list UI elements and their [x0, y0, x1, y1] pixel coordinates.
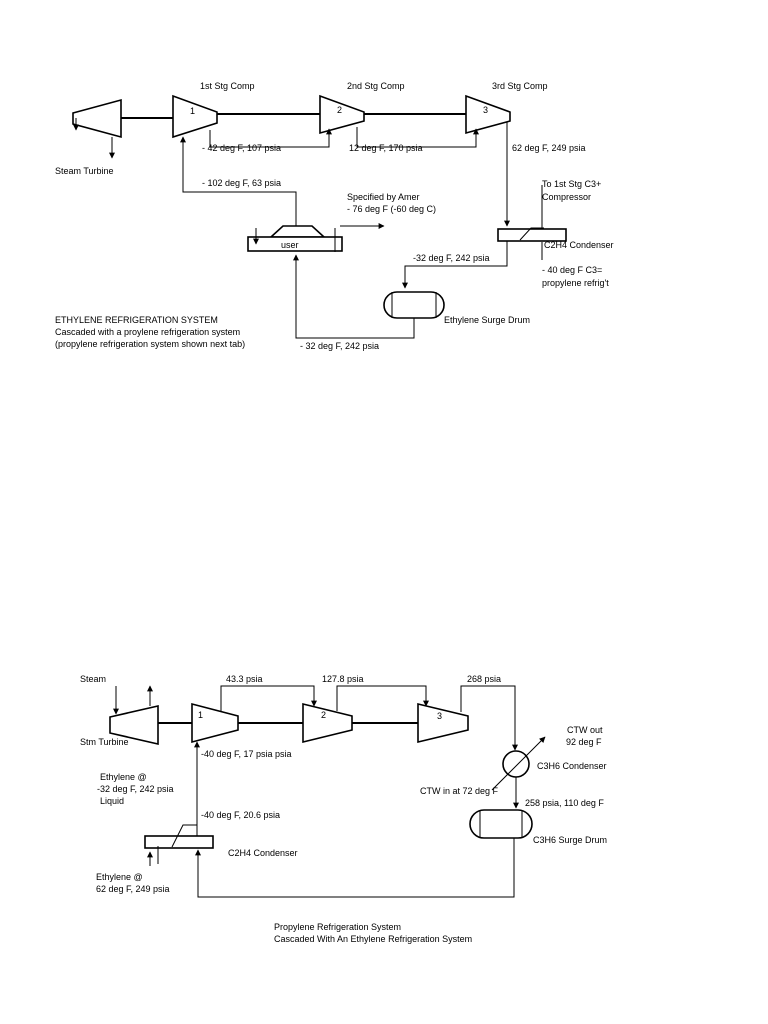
eth-c2h4-condenser: [497, 228, 567, 242]
eth-s3-out-label: 62 deg F, 249 psia: [512, 143, 586, 153]
pro-title-1: Propylene Refrigeration System: [274, 922, 401, 932]
pro-cond-out-label: -40 deg F, 20.6 psia: [201, 810, 280, 820]
eth-suction-label: - 102 deg F, 63 psia: [202, 178, 281, 188]
pro-surge-drum: [469, 809, 533, 839]
pro-eth-liq-3: Liquid: [100, 796, 124, 806]
pro-condenser-hood: [171, 824, 197, 848]
eth-stg1-label: 1st Stg Comp: [200, 81, 255, 91]
eth-surge-drum: [383, 291, 445, 319]
eth-cond-to-drum-line: [402, 241, 508, 289]
pro-c2-number: 2: [321, 710, 326, 720]
eth-spec1-label: Specified by Amer: [347, 192, 420, 202]
pro-suction-label: -40 deg F, 17 psia psia: [201, 749, 292, 759]
pro-compressor-2: [302, 702, 353, 744]
eth-compressor-3: [465, 94, 511, 135]
eth-cond-out-label: -32 deg F, 242 psia: [413, 253, 490, 263]
eth-c3-number: 3: [483, 105, 488, 115]
pro-eth-in-1: Ethylene @: [96, 872, 143, 882]
pro-c2h4-cond-label: C2H4 Condenser: [228, 848, 298, 858]
eth-to-c3-label-2: Compressor: [542, 192, 591, 202]
pro-p2-label: 127.8 psia: [322, 674, 364, 684]
eth-refrig-label-2: propylene refrig't: [542, 278, 609, 288]
eth-turbine-label: Steam Turbine: [55, 166, 114, 176]
propylene-system: Steam Stm Turbine 1 2 3 43.3 psia 127.8 …: [80, 674, 607, 944]
eth-drum-label: Ethylene Surge Drum: [444, 315, 530, 325]
eth-drum-out-label: - 32 deg F, 242 psia: [300, 341, 379, 351]
eth-desc-1: Cascaded with a proylene refrigeration s…: [55, 327, 240, 337]
pro-c1-number: 1: [198, 710, 203, 720]
eth-s1-out-label: - 42 deg F, 107 psia: [202, 143, 281, 153]
pro-p1-label: 43.3 psia: [226, 674, 263, 684]
ethylene-system: 1st Stg Comp 2nd Stg Comp 3rd Stg Comp 1…: [55, 81, 614, 351]
eth-spec2-label: - 76 deg F (-60 deg C): [347, 204, 436, 214]
pro-ctw-out-2: 92 deg F: [566, 737, 602, 747]
eth-stg2-label: 2nd Stg Comp: [347, 81, 405, 91]
eth-compressor-1: [172, 94, 218, 139]
eth-stg3-label: 3rd Stg Comp: [492, 81, 548, 91]
eth-c1-number: 1: [190, 106, 195, 116]
eth-to-c3-label-1: To 1st Stg C3+: [542, 179, 601, 189]
pro-ctw-in-label: CTW in at 72 deg F: [420, 786, 499, 796]
pro-c3h6-cond-label: C3H6 Condenser: [537, 761, 607, 771]
pro-ctw-line: [491, 736, 546, 791]
eth-condenser-hood: [519, 227, 544, 241]
eth-condenser-label: C2H4 Condenser: [544, 240, 614, 250]
eth-user-hood: [268, 225, 327, 238]
pro-drum-return-line: [195, 838, 515, 898]
pro-compressor-1: [191, 702, 239, 744]
eth-stage2-discharge-line: [356, 127, 479, 148]
pro-p3-label: 268 psia: [467, 674, 501, 684]
pro-drum-in-label: 258 psia, 110 deg F: [525, 798, 604, 808]
pro-drum-label: C3H6 Surge Drum: [533, 835, 607, 845]
pro-turbine-label: Stm Turbine: [80, 737, 129, 747]
eth-title: ETHYLENE REFRIGERATION SYSTEM: [55, 315, 218, 325]
pro-ctw-out-1: CTW out: [567, 725, 603, 735]
eth-compressor-2: [319, 94, 365, 135]
eth-suction-line: [180, 136, 297, 227]
eth-stage1-discharge-line: [209, 128, 332, 148]
eth-desc-2: (propylene refrigeration system shown ne…: [55, 339, 245, 349]
pro-c3-number: 3: [437, 711, 442, 721]
pro-stage1-discharge-line: [220, 685, 317, 711]
pro-steam-label: Steam: [80, 674, 106, 684]
pro-stage3-discharge-line: [460, 685, 518, 751]
pro-compressor-3: [417, 702, 469, 744]
eth-c2-number: 2: [337, 105, 342, 115]
pro-eth-liq-2: -32 deg F, 242 psia: [97, 784, 174, 794]
pro-eth-liq-1: Ethylene @: [100, 772, 147, 782]
eth-steam-turbine-shape: [72, 98, 122, 139]
eth-user-exchanger: [247, 236, 343, 252]
pro-steam-turbine-shape: [109, 704, 159, 746]
pro-stage2-discharge-line: [336, 685, 429, 711]
pro-c3h6-condenser: [502, 750, 530, 778]
pro-title-2: Cascaded With An Ethylene Refrigeration …: [274, 934, 472, 944]
eth-user-label: user: [281, 240, 299, 250]
eth-drum-to-user-line: [293, 254, 415, 339]
eth-refrig-label-1: - 40 deg F C3=: [542, 265, 602, 275]
eth-s2-out-label: 12 deg F, 170 psia: [349, 143, 423, 153]
pro-eth-in-2: 62 deg F, 249 psia: [96, 884, 170, 894]
pro-c2h4-condenser: [144, 835, 214, 849]
